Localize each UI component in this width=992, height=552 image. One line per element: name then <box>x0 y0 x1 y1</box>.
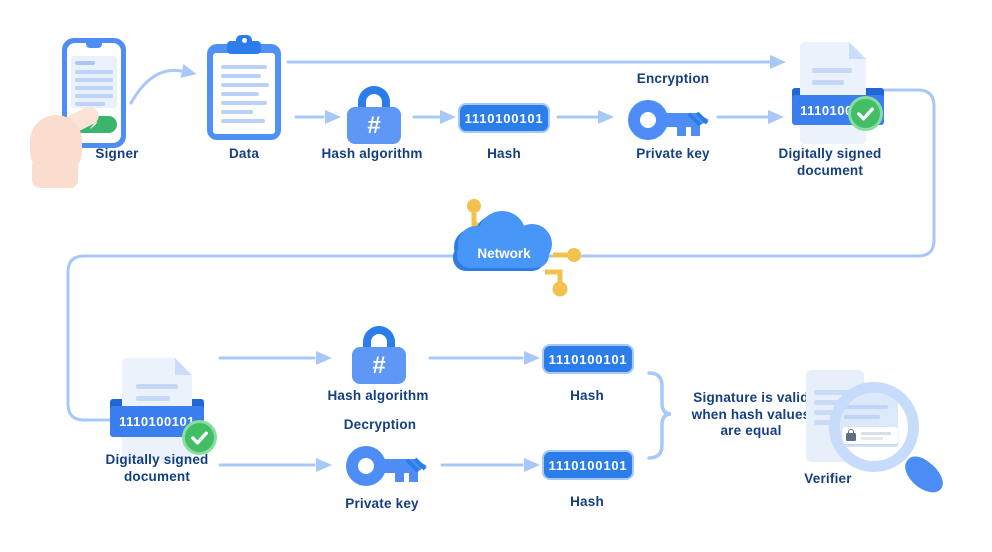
text-line <box>75 61 95 65</box>
validity-note-line1: Signature is valid <box>693 390 809 405</box>
signed-document-icon-2: 1110100101 <box>110 358 217 468</box>
decryption-label: Decryption <box>343 417 417 432</box>
text-line <box>75 86 113 90</box>
mini-lock-icon <box>848 429 854 434</box>
data-label: Data <box>228 146 260 161</box>
clipboard-clip <box>227 41 261 54</box>
text-line <box>221 119 265 123</box>
phone-notch <box>86 43 102 48</box>
text-line <box>221 110 253 114</box>
hash-algorithm-label: Hash algorithm <box>321 146 423 161</box>
text-line <box>75 70 113 74</box>
text-line <box>814 420 842 425</box>
verifier-label: Verifier <box>804 471 852 486</box>
signed-document-label-line2: document <box>123 468 191 484</box>
validity-note: Signature is valid when hash values are … <box>688 390 814 440</box>
circuit-nodes <box>467 199 581 297</box>
verifier-icon <box>800 368 950 503</box>
arrowheads <box>180 55 786 472</box>
text-line <box>221 65 267 69</box>
signed-document-label-line2: document <box>796 162 864 178</box>
validity-note-line3: are equal <box>720 423 782 438</box>
text-line <box>221 83 269 87</box>
phone-document-panel <box>71 56 117 108</box>
text-line <box>861 437 883 440</box>
text-line <box>221 101 267 105</box>
signature-card <box>842 427 898 444</box>
text-line <box>812 80 844 85</box>
lock-body: # <box>352 347 406 384</box>
lock-shackle <box>363 326 395 356</box>
check-icon <box>182 420 217 455</box>
text-line <box>861 432 891 435</box>
text-line <box>75 94 113 98</box>
data-clipboard-icon <box>207 35 281 140</box>
network-cloud-icon: Network <box>453 199 581 297</box>
private-key-label: Private key <box>636 146 710 161</box>
page-fold <box>849 42 866 59</box>
network-label: Network <box>477 246 531 261</box>
magnifier-icon <box>829 382 919 472</box>
signed-document-label-2: Digitally signed document <box>94 452 220 485</box>
hash-label-3: Hash <box>570 494 604 509</box>
text-line <box>221 74 261 78</box>
text-line <box>814 390 854 395</box>
text-line <box>136 384 178 389</box>
text-line <box>812 68 852 73</box>
magnifier-glass <box>840 393 908 461</box>
hash-algorithm-icon-2: # <box>352 326 406 384</box>
signed-document-icon: 1110100101 <box>792 42 884 147</box>
text-line <box>75 102 105 106</box>
hash-value-box: 1110100101 <box>458 103 550 133</box>
hash-value-box-2: 1110100101 <box>542 344 634 374</box>
text-line <box>136 396 170 401</box>
clipboard-clip-dot <box>241 38 247 43</box>
hash-label: Hash <box>487 146 521 161</box>
clipboard-paper <box>213 53 275 134</box>
pen-icon <box>90 121 98 129</box>
check-icon <box>848 96 883 131</box>
signer-label: Signer <box>95 146 139 161</box>
private-key-label-2: Private key <box>345 496 419 511</box>
wrist <box>32 158 78 188</box>
private-key-icon <box>628 100 709 140</box>
lock-shackle <box>358 86 390 116</box>
encryption-label: Encryption <box>636 71 710 86</box>
arrow-signer-to-data <box>129 68 183 105</box>
mini-lock-icon <box>846 433 856 441</box>
signer-icon <box>30 30 150 188</box>
text-line <box>221 92 259 96</box>
text-line <box>844 405 888 409</box>
lock-body: # <box>347 107 401 144</box>
hash-value-box-3: 1110100101 <box>542 450 634 480</box>
signed-document-label-line1: Digitally signed <box>105 452 209 467</box>
text-line <box>75 78 113 82</box>
signed-document-label-line1: Digitally signed <box>778 146 882 161</box>
text-line <box>844 415 880 419</box>
hash-symbol: # <box>372 351 386 379</box>
text-line <box>814 400 848 405</box>
curly-brace <box>647 371 672 460</box>
hash-symbol: # <box>367 111 381 139</box>
page-fold <box>175 358 192 375</box>
hash-label-2: Hash <box>570 388 604 403</box>
hash-algorithm-label-2: Hash algorithm <box>327 388 429 403</box>
private-key-icon-2 <box>346 446 427 486</box>
signed-document-label: Digitally signed document <box>768 146 892 179</box>
cloud-body <box>457 211 552 268</box>
validity-note-line2: when hash values <box>691 406 811 422</box>
hash-algorithm-icon: # <box>347 86 401 144</box>
